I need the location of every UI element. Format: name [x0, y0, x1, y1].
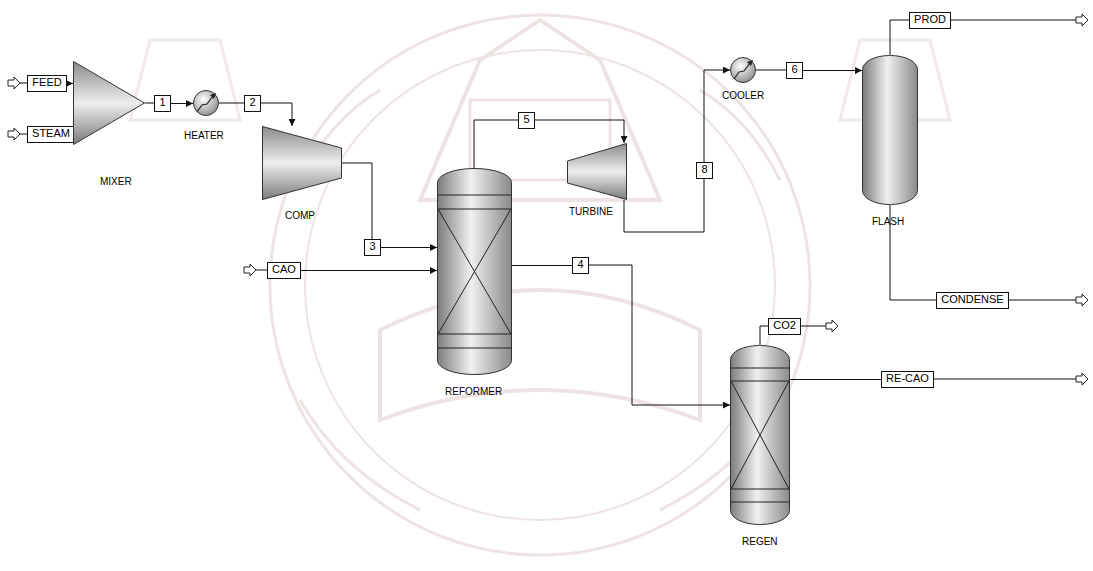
- stream-name: STEAM: [28, 127, 74, 140]
- unit-name: FLASH: [872, 216, 904, 228]
- stream-connector: [535, 120, 624, 143]
- outlet-port: [1076, 14, 1088, 26]
- stream-name: 5: [519, 113, 534, 126]
- stream-name: 1: [155, 96, 170, 109]
- stream-name: 6: [787, 63, 802, 76]
- unit-name: TURBINE: [569, 206, 613, 218]
- stream-label: RE-CAO: [881, 371, 934, 388]
- unit-shape: [567, 143, 627, 200]
- inlet-port: [8, 128, 20, 140]
- stream-name: 8: [697, 163, 712, 176]
- unit-name: COOLER: [722, 90, 764, 102]
- stream-name: CAO: [268, 263, 300, 276]
- stream-connector: [171, 103, 193, 104]
- unit-shape: [437, 168, 512, 375]
- unit-block: REFORMER: [437, 168, 512, 375]
- watermark-seal: [130, 15, 950, 555]
- inlet-port: [244, 264, 256, 276]
- outlet-line: [930, 20, 1076, 21]
- stream-label: CAO: [267, 262, 301, 279]
- unit-name: COMP: [285, 210, 315, 222]
- stream-name: CO2: [769, 319, 800, 332]
- unit-block: FLASH: [862, 55, 918, 205]
- stream-connector: [890, 20, 909, 55]
- stream-connector: [342, 163, 372, 239]
- stream-label: 8: [696, 162, 713, 179]
- stream-label: 1: [154, 95, 171, 112]
- unit-name: MIXER: [100, 176, 132, 188]
- outlet-port: [826, 320, 838, 332]
- stream-connector: [790, 379, 881, 380]
- stream-connector: [589, 265, 730, 405]
- stream-connector: [474, 120, 518, 168]
- stream-connector: [381, 247, 437, 248]
- unit-shape: [730, 345, 790, 525]
- stream-label: CONDENSE: [936, 292, 1009, 309]
- stream-label: CO2: [768, 318, 801, 335]
- stream-name: 4: [573, 258, 588, 271]
- stream-label: 6: [786, 62, 803, 79]
- stream-connector: [756, 70, 786, 71]
- outlet-port: [1076, 373, 1088, 385]
- stream-connector: [760, 326, 768, 345]
- stream-label: PROD: [909, 12, 951, 29]
- stream-connector: [145, 103, 154, 104]
- stream-connector: [67, 83, 73, 84]
- unit-shape: [262, 126, 342, 200]
- stream-lines: [20, 20, 1076, 379]
- unit-name: REGEN: [742, 536, 778, 548]
- stream-name: PROD: [910, 13, 950, 26]
- unit-block: TURBINE: [567, 143, 627, 200]
- unit-shape: [862, 55, 918, 205]
- port-arrows: [8, 14, 1088, 385]
- outlet-port: [1076, 294, 1088, 306]
- stream-connector: [624, 179, 704, 232]
- unit-block: COMP: [262, 126, 342, 200]
- unit-shape: [193, 90, 219, 116]
- stream-name: FEED: [28, 76, 66, 89]
- stream-label: 4: [572, 257, 589, 274]
- stream-label: FEED: [27, 75, 67, 92]
- stream-connector: [803, 70, 862, 71]
- stream-label: 5: [518, 112, 535, 129]
- unit-shape: [730, 57, 756, 83]
- unit-block: COOLER: [730, 57, 756, 83]
- stream-connector: [704, 70, 730, 162]
- stream-connector: [512, 265, 572, 266]
- stream-name: 2: [245, 96, 260, 109]
- unit-block: MIXER: [73, 61, 145, 145]
- unit-shape: [73, 61, 145, 145]
- unit-block: HEATER: [193, 90, 219, 116]
- stream-name: CONDENSE: [937, 293, 1008, 306]
- stream-name: 3: [365, 240, 380, 253]
- unit-name: HEATER: [184, 130, 224, 142]
- stream-connector: [261, 103, 292, 126]
- stream-connector: [219, 103, 244, 104]
- stream-connector: [301, 270, 437, 271]
- stream-label: 2: [244, 95, 261, 112]
- stream-label: STEAM: [27, 126, 75, 143]
- unit-name: REFORMER: [445, 386, 502, 398]
- stream-label: 3: [364, 239, 381, 256]
- inlet-port: [8, 77, 20, 89]
- stream-name: RE-CAO: [882, 372, 933, 385]
- unit-block: REGEN: [730, 345, 790, 525]
